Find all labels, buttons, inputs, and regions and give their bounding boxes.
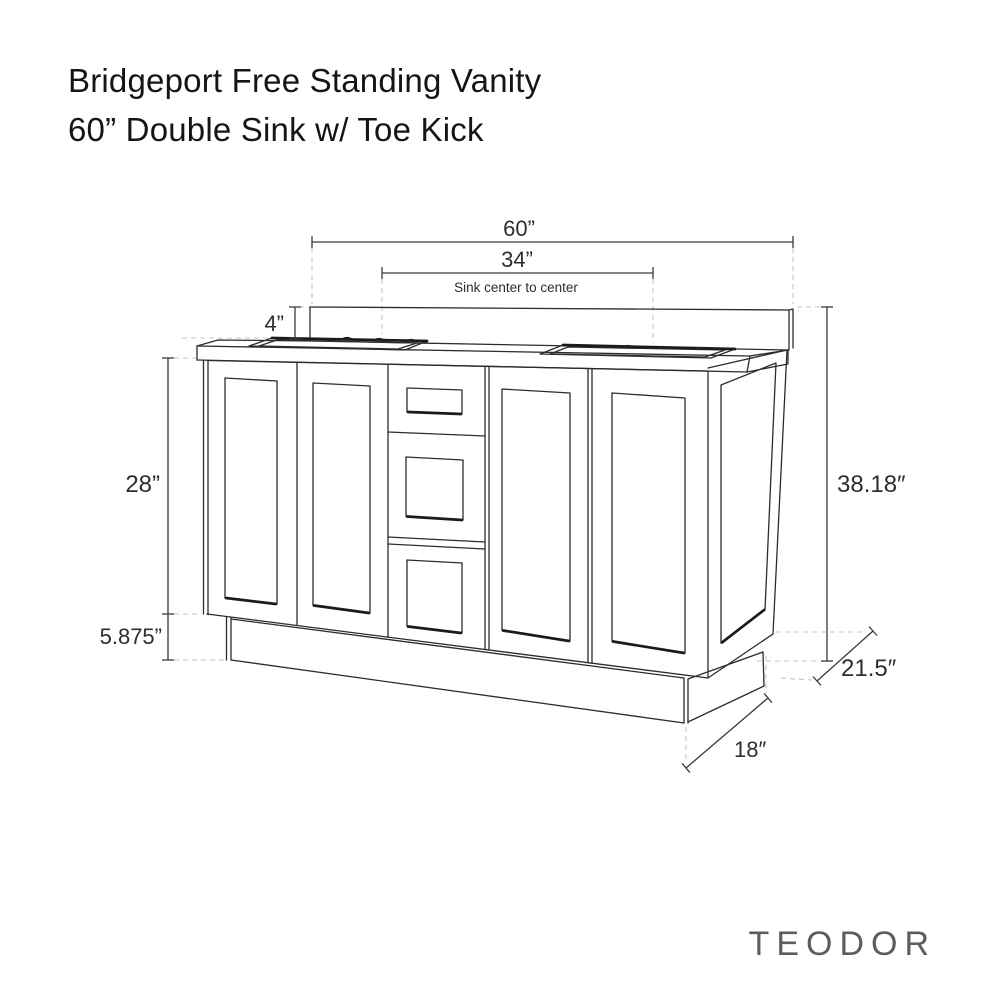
dim-overall-height-label: 38.18″ <box>837 471 906 498</box>
faucet-hole <box>694 346 704 351</box>
side-panel <box>707 349 788 679</box>
page-title-line1: Bridgeport Free Standing Vanity <box>68 62 542 99</box>
dim-toe-kick-depth: 18″ <box>681 692 773 774</box>
dim-toe-kick-height-label: 5.875” <box>100 624 162 649</box>
vanity-drawing <box>196 306 794 724</box>
door-2-panel <box>312 382 371 614</box>
side-panel-inset <box>720 362 777 644</box>
dim-backsplash-height-label: 4” <box>264 311 284 336</box>
drawer-rail <box>387 543 486 550</box>
dim-overall-depth-label: 21.5″ <box>841 655 897 682</box>
door-4-panel <box>611 392 686 654</box>
door-3-panel <box>501 388 571 642</box>
brand-logo: TEODOR <box>748 925 936 963</box>
middle-drawer-panel <box>405 456 464 521</box>
cabinet-front <box>202 359 709 679</box>
page-title: Bridgeport Free Standing Vanity 60” Doub… <box>68 56 541 154</box>
dim-left-heights: 28” 5.875” <box>100 357 174 661</box>
faucet-hole <box>623 344 633 349</box>
top-drawer-panel <box>406 387 463 415</box>
bottom-drawer-panel <box>406 559 463 634</box>
page-title-line2: 60” Double Sink w/ Toe Kick <box>68 111 484 148</box>
dim-sink-spacing-label: 34” <box>501 247 533 272</box>
drawer-bank <box>387 387 486 635</box>
dim-cabinet-height-label: 28” <box>125 471 160 498</box>
dim-overall-width-label: 60” <box>503 216 535 241</box>
right-sink <box>539 343 737 359</box>
faucet-hole <box>406 338 416 343</box>
dimension-lines: 60” 34” Sink center to center 4” <box>100 216 906 774</box>
door-panels <box>224 377 686 655</box>
dim-toe-kick-depth-label: 18″ <box>734 737 766 762</box>
drawer-rail <box>387 536 486 543</box>
door-1-panel <box>224 377 278 605</box>
faucet-hole <box>658 345 668 350</box>
dim-sink-spacing-note: Sink center to center <box>454 280 578 295</box>
drawer-rail <box>387 431 486 437</box>
faucet-hole <box>374 337 384 342</box>
dim-backsplash-height: 4” <box>264 306 301 339</box>
dim-overall-width: 60” <box>311 216 794 248</box>
dim-overall-height: 38.18″ <box>821 306 906 662</box>
dim-sink-spacing: 34” Sink center to center <box>381 247 654 295</box>
dim-overall-depth: 21.5″ <box>812 626 897 686</box>
faucet-hole <box>342 336 352 341</box>
extension-lines <box>174 248 866 763</box>
toe-kick <box>225 616 765 724</box>
